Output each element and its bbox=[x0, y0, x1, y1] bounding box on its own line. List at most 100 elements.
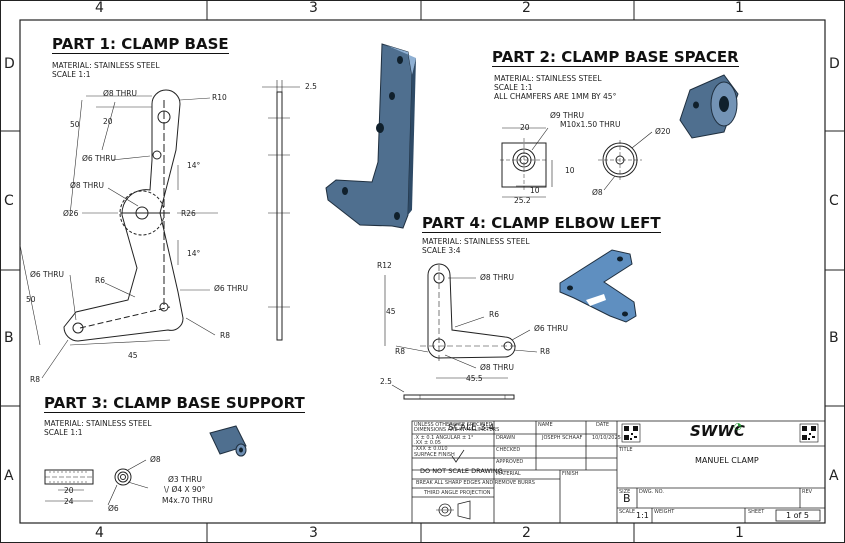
part1-dim-angle-14-top: 14° bbox=[187, 161, 201, 170]
part1-dim-d8-thru-top: Ø8 THRU bbox=[103, 89, 137, 98]
part1-dim-r8-right: R8 bbox=[220, 331, 230, 340]
part3-scale: SCALE 1:1 bbox=[44, 428, 83, 437]
part1-dim-r10: R10 bbox=[212, 93, 227, 102]
part1-scale: SCALE 1:1 bbox=[52, 70, 91, 79]
part2-dim-10-bottom: 10 bbox=[530, 186, 540, 195]
part4-dim-thickness: 2.5 bbox=[380, 377, 392, 386]
tolerance-line-4: .XX ± 0.05 bbox=[414, 440, 441, 446]
part4-title: PART 4: CLAMP ELBOW LEFT bbox=[422, 214, 661, 233]
part1-dim-angle-14-bottom: 14° bbox=[187, 249, 201, 258]
drawing-title: MANUEL CLAMP bbox=[695, 456, 759, 465]
sheet-label: SHEET bbox=[748, 509, 765, 515]
zone-col-4-top: 4 bbox=[95, 0, 104, 16]
part1-dim-d6-thru-mid: Ø6 THRU bbox=[82, 154, 116, 163]
part3-dim-24: 24 bbox=[64, 497, 74, 506]
zone-row-b-right: B bbox=[829, 330, 839, 346]
part2-dim-d9-thru: Ø9 THRU bbox=[550, 111, 584, 120]
projection-label: THIRD ANGLE PROJECTION bbox=[424, 490, 491, 496]
zone-row-d-right: D bbox=[829, 56, 840, 72]
part1-side-view bbox=[262, 80, 300, 341]
company-logo: SWWC bbox=[690, 422, 745, 440]
part1-dim-45: 45 bbox=[128, 351, 138, 360]
finish-label: FINISH bbox=[562, 471, 579, 477]
part1-dim-r26: R26 bbox=[181, 209, 196, 218]
zone-row-b-left: B bbox=[4, 330, 14, 346]
part4-dim-r8-right: R8 bbox=[540, 347, 550, 356]
part3-dim-countersink: \/ Ø4 X 90° bbox=[164, 485, 206, 494]
part4-side-view bbox=[391, 384, 515, 400]
logo-mark: ◔ bbox=[734, 422, 742, 432]
part4-dim-45: 45 bbox=[386, 307, 396, 316]
dwg-no-label: DWG. NO. bbox=[639, 489, 664, 495]
material-label: MATERIAL bbox=[496, 471, 521, 477]
zone-col-2-top: 2 bbox=[522, 0, 531, 16]
scale-stamp: SCALE 3:4 bbox=[448, 423, 495, 433]
drawn-date: 10/10/2025 bbox=[592, 435, 621, 441]
zone-col-2-bottom: 2 bbox=[522, 525, 531, 541]
weight-label: WEIGHT bbox=[654, 509, 675, 515]
part2-front-view bbox=[500, 127, 553, 198]
approved-label: APPROVED bbox=[496, 459, 524, 465]
zone-row-a-left: A bbox=[4, 468, 14, 484]
name-header: NAME bbox=[538, 422, 553, 428]
part2-title: PART 2: CLAMP BASE SPACER bbox=[492, 48, 739, 67]
part1-dim-r6: R6 bbox=[95, 276, 105, 285]
part1-dim-d26: Ø26 bbox=[63, 209, 79, 218]
part1-flat-view bbox=[63, 89, 184, 342]
sheet-number: 1 of 5 bbox=[786, 511, 809, 520]
part1-dim-d8-thru-mid: Ø8 THRU bbox=[70, 181, 104, 190]
zone-col-1-top: 1 bbox=[735, 0, 744, 16]
projection-symbol bbox=[436, 500, 471, 520]
tolerance-line-2: DIMENSIONS ARE IN MILLIMETERS bbox=[414, 427, 500, 433]
title-block bbox=[411, 420, 826, 524]
part3-dim-20: 20 bbox=[64, 486, 74, 495]
break-edges-note: BREAK ALL SHARP EDGES AND REMOVE BURRS bbox=[416, 480, 535, 486]
part2-dim-dia20: Ø20 bbox=[655, 127, 671, 136]
part2-dim-25-2: 25.2 bbox=[514, 196, 531, 205]
part4-dim-r6: R6 bbox=[489, 310, 499, 319]
zone-row-c-right: C bbox=[829, 193, 839, 209]
part3-dim-dia8: Ø8 bbox=[150, 455, 161, 464]
title-label: TITLE bbox=[619, 447, 633, 453]
part4-3d-render bbox=[559, 249, 637, 323]
part4-dim-45-5: 45.5 bbox=[466, 374, 483, 383]
part3-material: MATERIAL: STAINLESS STEEL bbox=[44, 419, 152, 428]
part2-dim-thread: M10x1.50 THRU bbox=[560, 120, 621, 129]
part3-title: PART 3: CLAMP BASE SUPPORT bbox=[44, 394, 305, 413]
sheet-size: B bbox=[623, 492, 631, 505]
part4-dim-d6-thru: Ø6 THRU bbox=[534, 324, 568, 333]
part3-dim-d3-thru: Ø3 THRU bbox=[168, 475, 202, 484]
part3-3d-render bbox=[209, 425, 247, 457]
part1-dim-r8-left: R8 bbox=[30, 375, 40, 384]
zone-col-3-bottom: 3 bbox=[309, 525, 318, 541]
part2-dim-10-side: 10 bbox=[565, 166, 575, 175]
part2-dim-dia8: Ø8 bbox=[592, 188, 603, 197]
part2-scale: SCALE 1:1 bbox=[494, 83, 533, 92]
part4-scale: SCALE 3:4 bbox=[422, 246, 461, 255]
part1-dimension-lines bbox=[19, 95, 218, 379]
drawn-name: JOSEPH SCHAAF bbox=[542, 435, 583, 441]
drawn-label: DRAWN bbox=[496, 435, 515, 441]
part4-dim-d8-thru-top: Ø8 THRU bbox=[480, 273, 514, 282]
do-not-scale-label: DO NOT SCALE DRAWING bbox=[420, 467, 503, 475]
part3-dim-dia6: Ø6 bbox=[108, 504, 119, 513]
part1-dim-50-top: 50 bbox=[70, 120, 80, 129]
surface-finish-label: SURFACE FINISH bbox=[414, 452, 455, 458]
tolerance-line-3: .X ± 0.1 ANGULAR ± 1° bbox=[414, 435, 474, 441]
part3-end-view bbox=[107, 459, 149, 506]
part1-dim-d6-thru-left: Ø6 THRU bbox=[30, 270, 64, 279]
qr-code-left bbox=[621, 423, 641, 443]
zone-row-c-left: C bbox=[4, 193, 14, 209]
date-header: DATE bbox=[596, 422, 610, 428]
part2-dim-20: 20 bbox=[520, 123, 530, 132]
part1-3d-render bbox=[325, 43, 416, 229]
zone-row-d-left: D bbox=[4, 56, 15, 72]
part4-dim-d8-thru-bottom: Ø8 THRU bbox=[480, 363, 514, 372]
part4-dim-r8-left: R8 bbox=[395, 347, 405, 356]
part1-title: PART 1: CLAMP BASE bbox=[52, 35, 229, 54]
part2-material: MATERIAL: STAINLESS STEEL bbox=[494, 74, 602, 83]
part4-dim-r12: R12 bbox=[377, 261, 392, 270]
part1-dim-50-bottom: 50 bbox=[26, 295, 36, 304]
part1-dim-thickness: 2.5 bbox=[305, 82, 317, 91]
